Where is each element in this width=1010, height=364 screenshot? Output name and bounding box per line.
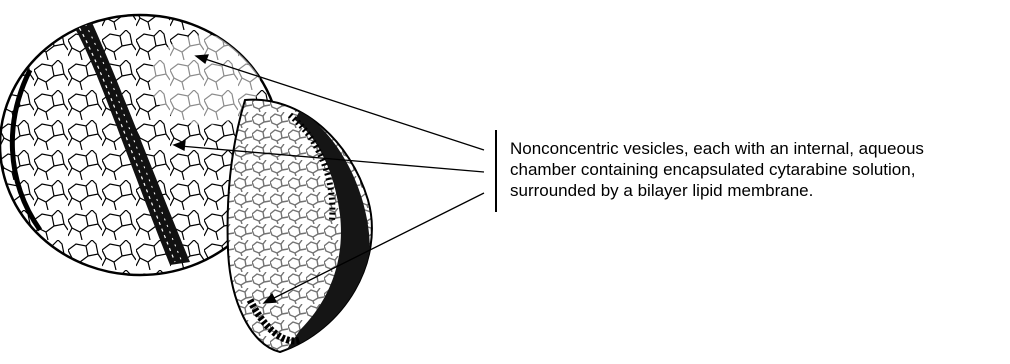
callout-label: Nonconcentric vesicles, each with an int… xyxy=(510,138,1005,201)
right-vesicle xyxy=(220,90,390,360)
callout-bracket-line xyxy=(495,130,497,212)
